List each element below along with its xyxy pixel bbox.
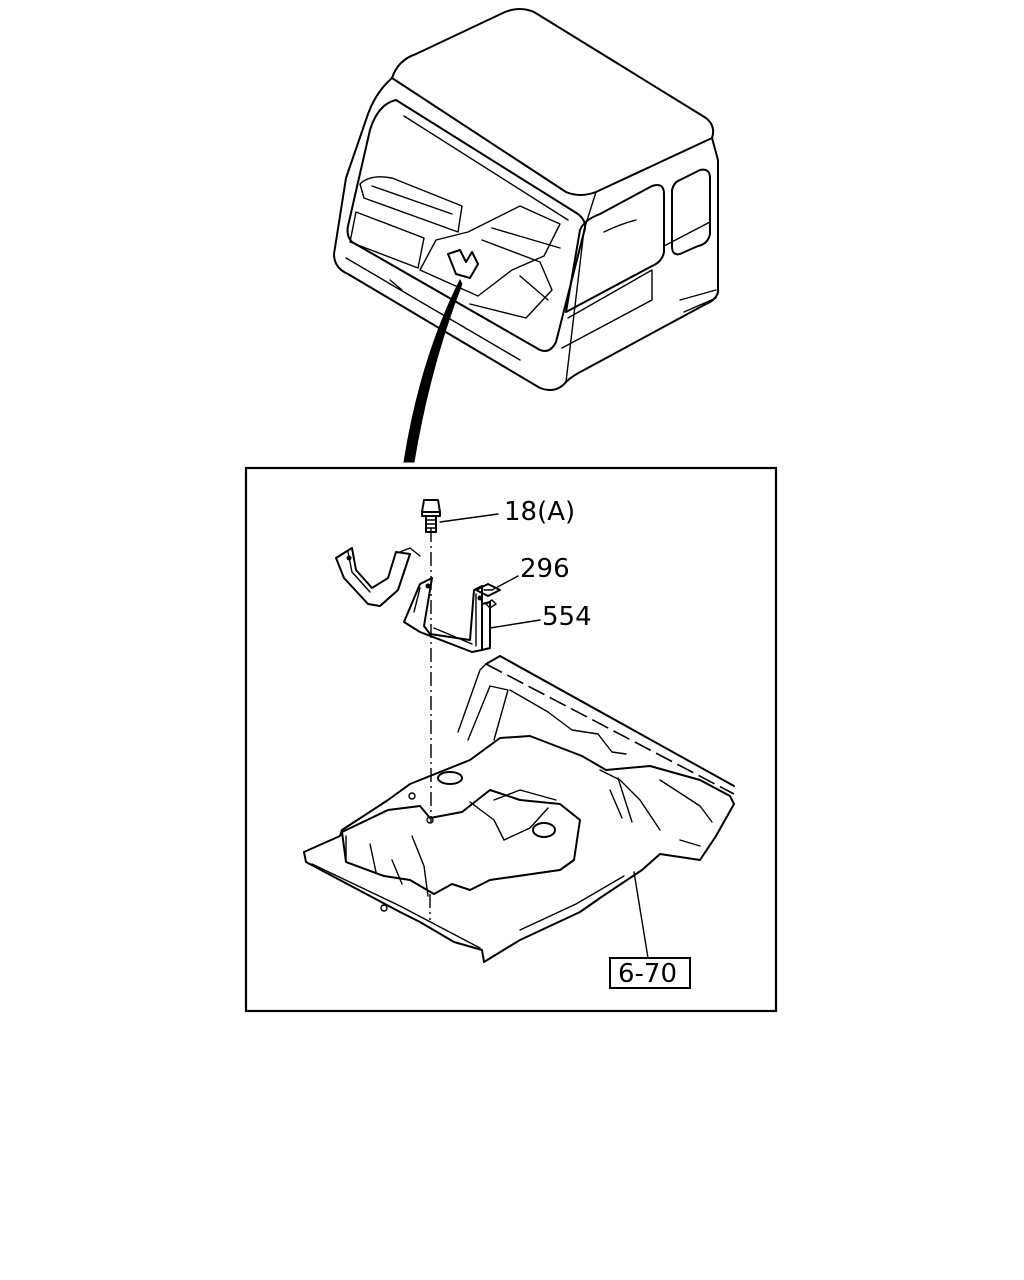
callout-label-bolt: 18(A): [504, 497, 575, 527]
detail-pointer: [403, 278, 463, 463]
bracket-554: [335, 547, 491, 653]
callout-label-bracket: 554: [542, 602, 592, 632]
floor-hole-left: [437, 771, 463, 785]
callout-label-washer: 296: [520, 554, 570, 584]
callout-label-reference: 6-70: [618, 959, 677, 989]
detail-frame: [244, 466, 778, 1013]
floor-panel: [303, 655, 735, 963]
leader-lines: [439, 513, 649, 959]
cab-overview: [333, 8, 719, 391]
bolt-18a: [421, 499, 441, 533]
reference-box: [609, 957, 691, 989]
floor-hole-right: [532, 822, 556, 838]
